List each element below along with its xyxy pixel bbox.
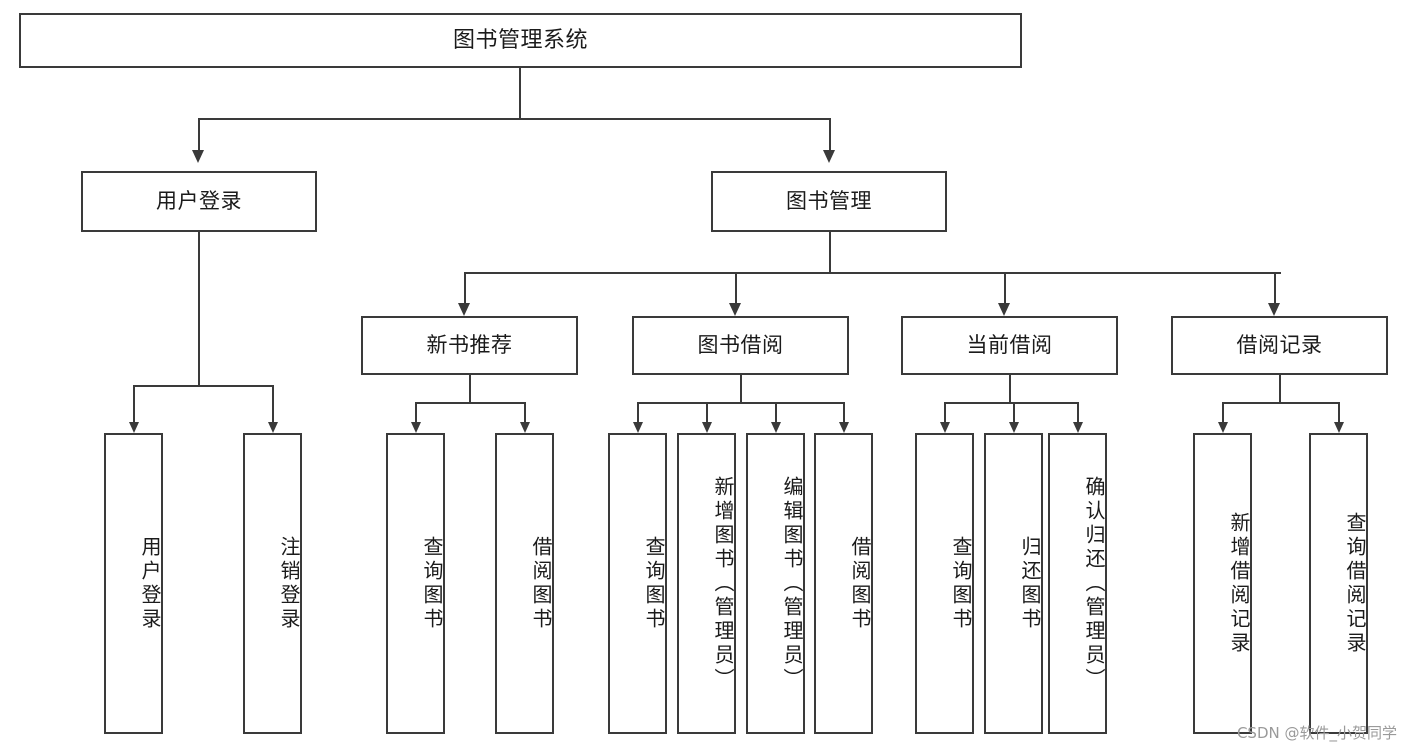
connector-user-login-bus <box>133 385 273 387</box>
connector-new-book-rec-bus <box>415 402 526 404</box>
connector-bb-leaf4 <box>843 402 845 422</box>
connector-bb-leaf3 <box>775 402 777 422</box>
connector-borrow-record-stem <box>1279 375 1281 402</box>
leaf-bb-edit-book-admin[interactable]: 编辑图书（管理员） <box>746 433 805 734</box>
arrowhead-user-login-icon <box>192 150 204 163</box>
connector-to-book-borrow <box>735 272 737 303</box>
connector-to-new-book-rec <box>464 272 466 303</box>
connector-user-login-stem <box>198 232 200 385</box>
connector-br-leaf1 <box>1222 402 1224 422</box>
leaf-logout[interactable]: 注销登录 <box>243 433 302 734</box>
leaf-cb-query-book[interactable]: 查询图书 <box>915 433 974 734</box>
node-borrow-record[interactable]: 借阅记录 <box>1171 316 1388 375</box>
arrowhead-leaf-logout-icon <box>268 422 278 433</box>
connector-cb-leaf3 <box>1077 402 1079 422</box>
leaf-bb-add-book-admin[interactable]: 新增图书（管理员） <box>677 433 736 734</box>
node-book-borrow[interactable]: 图书借阅 <box>632 316 849 375</box>
connector-root-stem <box>519 68 521 118</box>
node-root[interactable]: 图书管理系统 <box>19 13 1022 68</box>
connector-current-borrow-bus <box>944 402 1078 404</box>
connector-new-book-rec-stem <box>469 375 471 402</box>
connector-current-borrow-stem <box>1009 375 1011 402</box>
leaf-user-login[interactable]: 用户登录 <box>104 433 163 734</box>
connector-root-bus <box>198 118 831 120</box>
connector-borrow-record-bus <box>1222 402 1340 404</box>
arrowhead-current-borrow-icon <box>998 303 1010 316</box>
node-new-book-rec[interactable]: 新书推荐 <box>361 316 578 375</box>
leaf-nbr-borrow-book[interactable]: 借阅图书 <box>495 433 554 734</box>
leaf-bb-query-book[interactable]: 查询图书 <box>608 433 667 734</box>
node-current-borrow[interactable]: 当前借阅 <box>901 316 1118 375</box>
arrowhead-bb-leaf4-icon <box>839 422 849 433</box>
node-user-login[interactable]: 用户登录 <box>81 171 317 232</box>
arrowhead-bb-leaf1-icon <box>633 422 643 433</box>
arrowhead-cb-leaf3-icon <box>1073 422 1083 433</box>
leaf-br-query-record[interactable]: 查询借阅记录 <box>1309 433 1368 734</box>
arrowhead-book-borrow-icon <box>729 303 741 316</box>
arrowhead-br-leaf2-icon <box>1334 422 1344 433</box>
arrowhead-borrow-record-icon <box>1268 303 1280 316</box>
arrowhead-cb-leaf2-icon <box>1009 422 1019 433</box>
node-book-manage[interactable]: 图书管理 <box>711 171 947 232</box>
arrowhead-book-manage-icon <box>823 150 835 163</box>
leaf-bb-borrow-book[interactable]: 借阅图书 <box>814 433 873 734</box>
arrowhead-leaf-user-login-icon <box>129 422 139 433</box>
connector-cb-leaf2 <box>1013 402 1015 422</box>
connector-br-leaf2 <box>1338 402 1340 422</box>
connector-book-manage-stem <box>829 232 831 272</box>
arrowhead-nbr-leaf2-icon <box>520 422 530 433</box>
watermark-text: CSDN @软件_小贺同学 <box>1236 724 1397 742</box>
connector-user-login-left <box>133 385 135 422</box>
arrowhead-nbr-leaf1-icon <box>411 422 421 433</box>
connector-level3-bus <box>464 272 1281 274</box>
connector-book-borrow-bus <box>637 402 844 404</box>
connector-nbr-leaf2 <box>524 402 526 422</box>
arrowhead-new-book-rec-icon <box>458 303 470 316</box>
leaf-cb-return-book[interactable]: 归还图书 <box>984 433 1043 734</box>
connector-cb-leaf1 <box>944 402 946 422</box>
leaf-br-add-record[interactable]: 新增借阅记录 <box>1193 433 1252 734</box>
leaf-cb-confirm-return-admin[interactable]: 确认归还（管理员） <box>1048 433 1107 734</box>
arrowhead-cb-leaf1-icon <box>940 422 950 433</box>
connector-to-user-login <box>198 118 200 150</box>
arrowhead-bb-leaf3-icon <box>771 422 781 433</box>
arrowhead-br-leaf1-icon <box>1218 422 1228 433</box>
connector-bb-leaf2 <box>706 402 708 422</box>
connector-bb-leaf1 <box>637 402 639 422</box>
arrowhead-bb-leaf2-icon <box>702 422 712 433</box>
connector-to-borrow-record <box>1274 272 1276 303</box>
connector-book-borrow-stem <box>740 375 742 402</box>
connector-to-current-borrow <box>1004 272 1006 303</box>
connector-to-book-manage <box>829 118 831 150</box>
connector-nbr-leaf1 <box>415 402 417 422</box>
connector-user-login-right <box>272 385 274 422</box>
leaf-nbr-query-book[interactable]: 查询图书 <box>386 433 445 734</box>
